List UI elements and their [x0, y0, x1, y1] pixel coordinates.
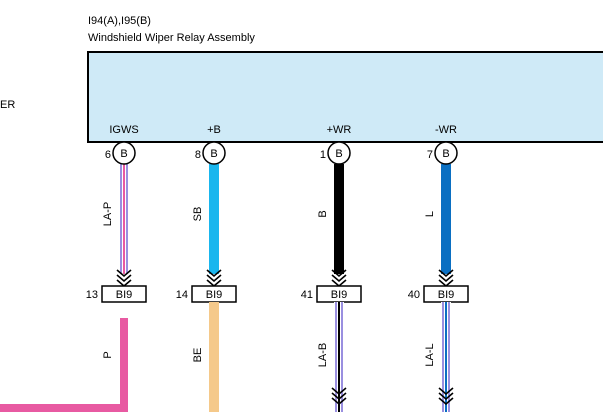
- pin-2-out-color-code: BE: [192, 348, 204, 363]
- pin-4-junction-pin: 40: [408, 289, 420, 301]
- pin-3-arrow-2: [331, 274, 347, 283]
- pin-4-connector-circle: [434, 141, 458, 165]
- pin-1-junction-code: BI9: [116, 289, 133, 301]
- pin-4-number: 7: [427, 149, 433, 161]
- pin-2-junction-code: BI9: [206, 289, 223, 301]
- pin-1-wire-color-code: LA-P: [102, 202, 114, 226]
- pin-1-out-color-code: P: [102, 351, 114, 358]
- pin-2-arrow-2: [206, 274, 222, 283]
- ground-wire-left: [0, 318, 128, 412]
- pin-1-junction-box: [101, 285, 147, 303]
- pin-4-junction-code: BI9: [438, 289, 455, 301]
- pin-1-arrow-2: [116, 274, 132, 283]
- pin-1-name: IGWS: [109, 124, 138, 136]
- pin-1-arrow-1: [116, 269, 132, 278]
- pin-3-out-arrow-2: [331, 392, 347, 401]
- pin-3-junction-pin: 41: [301, 289, 313, 301]
- pin-2-name: +B: [207, 124, 221, 136]
- pin-2-arrow-1: [206, 269, 222, 278]
- pin-3-name: +WR: [327, 124, 352, 136]
- pin-4-connector-letter: B: [442, 148, 449, 160]
- pin-2-number: 8: [195, 149, 201, 161]
- pin-4-name: -WR: [435, 124, 457, 136]
- pin-3-connector-circle: [327, 141, 351, 165]
- relay-assembly-box: [87, 51, 603, 143]
- pin-2-connector-letter: B: [210, 148, 217, 160]
- pin-3-out-color-code: LA-B: [317, 343, 329, 367]
- side-label: ER: [0, 99, 15, 111]
- pin-4-out-arrow-2: [438, 392, 454, 401]
- component-code: I94(A),I95(B): [88, 15, 151, 27]
- pin-4-out-arrow-1: [438, 387, 454, 396]
- pin-3-out-arrow-1: [331, 387, 347, 396]
- component-title: Windshield Wiper Relay Assembly: [88, 32, 255, 44]
- pin-4-arrow-1: [438, 269, 454, 278]
- pin-3-out-arrow-3: [331, 397, 347, 406]
- pin-2-connector-circle: [202, 141, 226, 165]
- pin-2-junction-pin: 14: [176, 289, 188, 301]
- pin-3-connector-letter: B: [335, 148, 342, 160]
- pin-2-wire-color-code: SB: [192, 207, 204, 222]
- pin-4-out-arrow-3: [438, 397, 454, 406]
- pin-4-arrow-2: [438, 274, 454, 283]
- pin-1-number: 6: [105, 149, 111, 161]
- pin-1-connector-circle: [112, 141, 136, 165]
- pin-3-arrow-1: [331, 269, 347, 278]
- pin-4-wire-color-code: L: [424, 211, 436, 217]
- pin-3-wire-color-code: B: [317, 210, 329, 217]
- pin-1-connector-letter: B: [120, 148, 127, 160]
- pin-3-junction-code: BI9: [331, 289, 348, 301]
- pin-3-number: 1: [320, 149, 326, 161]
- pin-4-out-color-code: LA-L: [424, 343, 436, 366]
- pin-1-junction-pin: 13: [86, 289, 98, 301]
